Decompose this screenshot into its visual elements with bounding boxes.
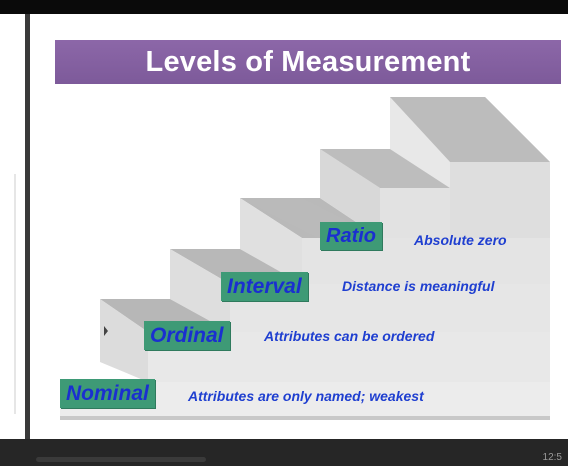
stair-step-4-top xyxy=(320,149,450,188)
clock-readout: 12:5 xyxy=(542,452,562,463)
slide: Levels of Measurement Ratio Absolute zer… xyxy=(30,14,568,439)
staircase-diagram xyxy=(60,97,550,420)
level-desc-interval: Distance is meaningful xyxy=(342,278,495,294)
panel-divider xyxy=(14,174,16,414)
level-desc-nominal: Attributes are only named; weakest xyxy=(188,388,424,404)
panel-edge xyxy=(25,14,30,439)
left-panel xyxy=(0,14,30,439)
level-desc-ratio: Absolute zero xyxy=(414,232,507,248)
mouse-cursor-icon xyxy=(104,326,108,336)
stair-step-2-front xyxy=(230,284,550,332)
stair-step-2-side xyxy=(170,249,230,332)
level-label-ordinal: Ordinal xyxy=(144,321,230,350)
stair-step-4-riser-side xyxy=(320,149,380,238)
top-bar xyxy=(0,0,568,14)
stair-top-block-side xyxy=(390,97,450,188)
stair-base-front xyxy=(60,382,550,416)
slide-title: Levels of Measurement xyxy=(55,40,561,84)
stair-step-1-side xyxy=(100,299,148,382)
level-label-ratio: Ratio xyxy=(320,222,382,250)
stair-top-block-top xyxy=(390,97,550,162)
blurred-caption xyxy=(36,457,206,462)
level-label-interval: Interval xyxy=(221,272,308,301)
stair-step-3-side xyxy=(240,198,302,284)
level-desc-ordinal: Attributes can be ordered xyxy=(264,328,435,344)
video-control-bar[interactable]: 12:5 xyxy=(0,439,568,466)
level-label-nominal: Nominal xyxy=(60,379,155,408)
stair-step-1-front xyxy=(148,332,550,382)
stair-base-edge xyxy=(60,416,550,420)
